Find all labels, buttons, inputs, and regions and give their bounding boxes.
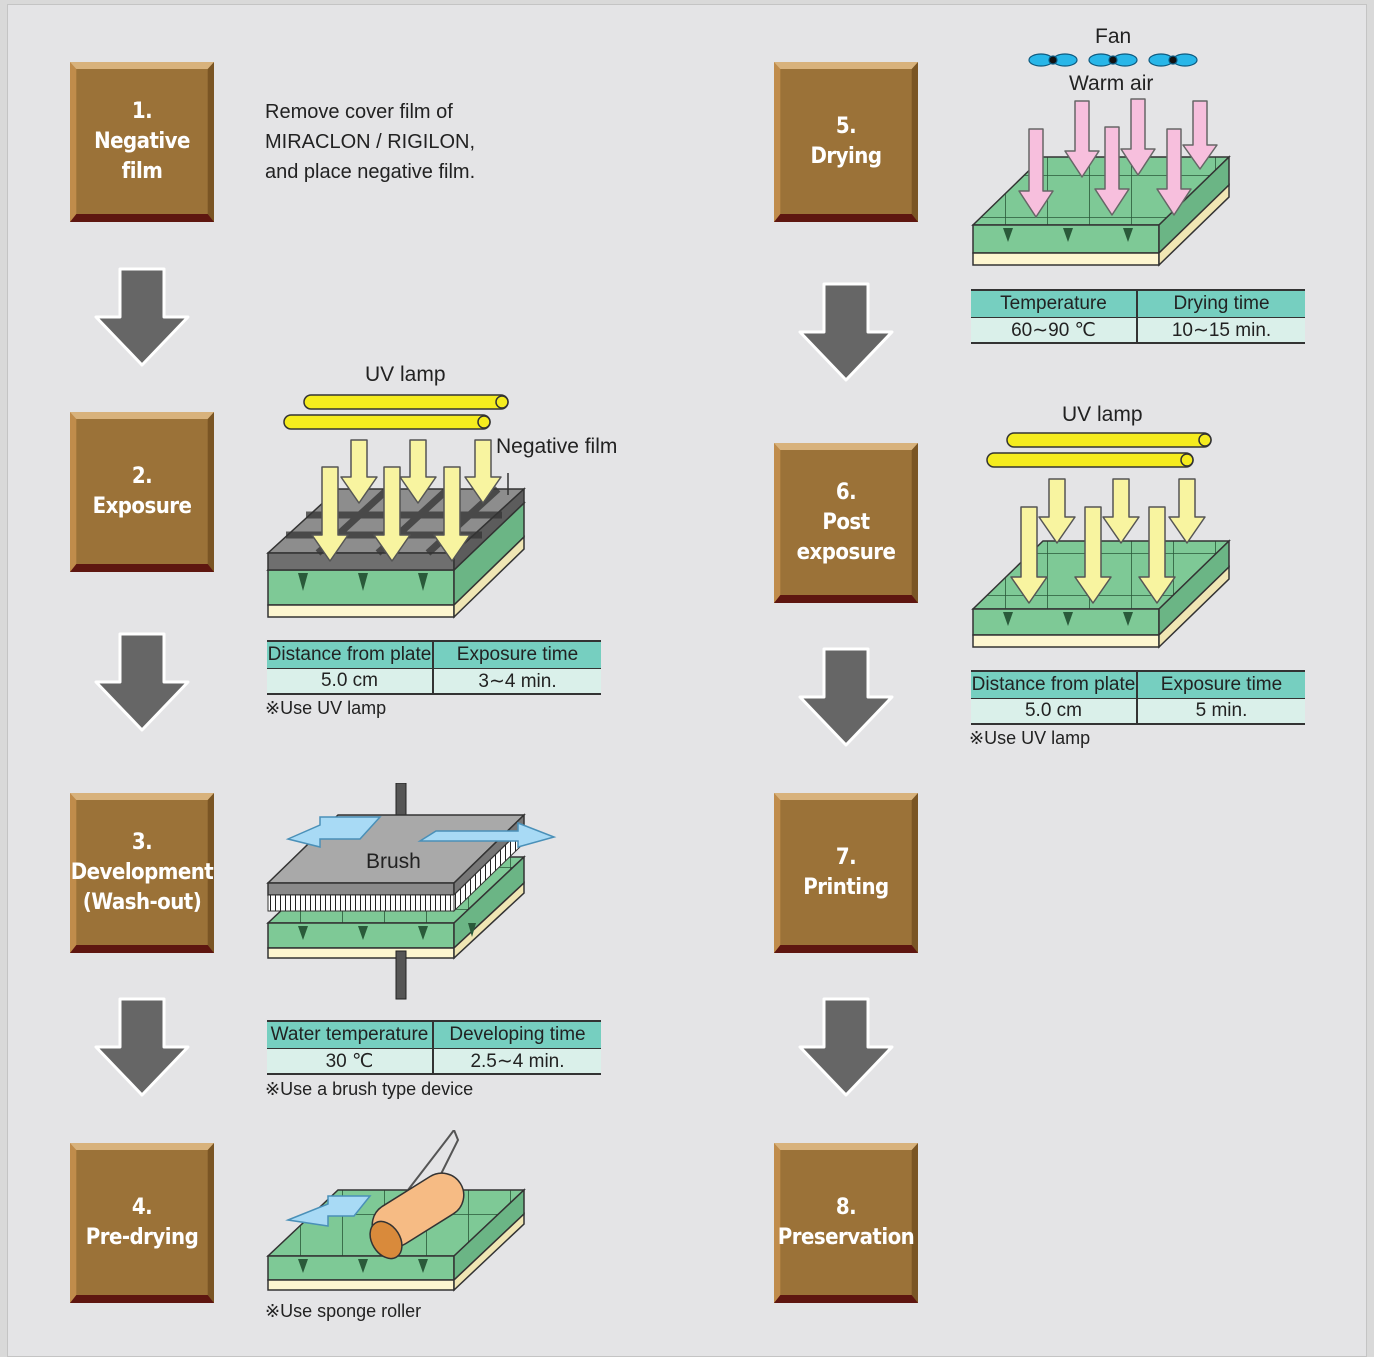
step-number: 8. (835, 1194, 857, 1220)
description-line: Remove cover film of (265, 101, 453, 123)
table-cell: 60∼90 ℃ (971, 317, 1137, 344)
step-title-line: Exposure (92, 493, 192, 519)
uv-lamp-icon (986, 452, 1194, 468)
negative-film-label: Negative film (496, 435, 618, 458)
step-3-development: 3. Development (Wash-out) (70, 793, 214, 953)
table-cell: 5.0 cm (267, 668, 433, 695)
uv-lamp-label: UV lamp (365, 363, 446, 386)
step-6-note: ※Use UV lamp (969, 728, 1091, 748)
step-7-printing: 7. Printing (774, 793, 918, 953)
table-cell: 5.0 cm (971, 698, 1137, 725)
fan-icon (1028, 53, 1198, 67)
step-1-negative-film: 1. Negative film (70, 62, 214, 222)
step-title-line: Pre-drying (85, 1224, 199, 1250)
table-header: Drying time (1136, 289, 1305, 318)
step-title-line: exposure (796, 539, 896, 565)
table-header: Distance from plate (971, 670, 1137, 699)
table-header: Water temperature (267, 1020, 433, 1049)
post-exposure-parameters-table: Distance from plate Exposure time 5.0 cm… (971, 670, 1305, 725)
step-title-line: Printing (803, 874, 889, 900)
step-title-line: Preservation (777, 1224, 915, 1250)
description-line: MIRACLON / RIGILON, (265, 131, 476, 153)
exposure-parameters-table: Distance from plate Exposure time 5.0 cm… (267, 640, 601, 695)
uv-lamp-icon (1006, 432, 1212, 448)
table-header: Developing time (432, 1020, 601, 1049)
table-header: Temperature (971, 289, 1137, 318)
flow-arrow-down-icon (796, 282, 896, 382)
drying-illustration (971, 53, 1231, 267)
step-title-line: film (121, 158, 163, 184)
step-number: 7. (835, 844, 857, 870)
step-2-exposure: 2. Exposure (70, 412, 214, 572)
uv-lamp-icon (303, 394, 509, 410)
step-number: 2. (131, 463, 153, 489)
development-illustration (266, 783, 557, 1000)
step-title-line: Negative (94, 128, 190, 154)
drying-parameters-table: Temperature Drying time 60∼90 ℃ 10∼15 mi… (971, 289, 1305, 344)
workflow-page: 1. Negative film 2. Exposure 3. Developm… (7, 4, 1367, 1357)
step-4-pre-drying: 4. Pre-drying (70, 1143, 214, 1303)
flow-arrow-down-icon (92, 632, 192, 732)
table-header: Distance from plate (267, 640, 433, 669)
development-parameters-table: Water temperature Developing time 30 ℃ 2… (267, 1020, 601, 1075)
flow-arrow-down-icon (796, 647, 896, 747)
step-title-line: (Wash-out) (82, 889, 202, 915)
step-3-note: ※Use a brush type device (265, 1079, 474, 1099)
step-number: 4. (131, 1194, 153, 1220)
step-1-description: Remove cover film of MIRACLON / RIGILON,… (265, 97, 475, 187)
table-cell: 5 min. (1136, 698, 1305, 725)
table-cell: 30 ℃ (267, 1048, 433, 1075)
flow-arrow-down-icon (92, 997, 192, 1097)
step-number: 3. (131, 829, 153, 855)
warm-air-label: Warm air (1069, 72, 1154, 95)
step-title-line: Drying (810, 143, 882, 169)
description-line: and place negative film. (265, 161, 476, 183)
post-exposure-illustration (971, 432, 1231, 649)
step-8-preservation: 8. Preservation (774, 1143, 918, 1303)
table-header: Exposure time (432, 640, 601, 669)
table-cell: 2.5∼4 min. (432, 1048, 601, 1075)
uv-lamp-label: UV lamp (1062, 403, 1143, 426)
flow-arrow-down-icon (92, 267, 192, 367)
fan-label: Fan (1095, 25, 1132, 48)
step-4-note: ※Use sponge roller (265, 1301, 422, 1321)
step-title-line: Development (70, 859, 214, 885)
step-2-note: ※Use UV lamp (265, 698, 387, 718)
pre-drying-illustration (266, 1130, 526, 1292)
flow-arrow-down-icon (796, 997, 896, 1097)
uv-lamp-icon (283, 414, 491, 430)
table-cell: 3∼4 min. (432, 668, 601, 695)
exposure-illustration (266, 394, 526, 619)
step-title-line: Post (822, 509, 870, 535)
step-6-post-exposure: 6. Post exposure (774, 443, 918, 603)
brush-label: Brush (366, 850, 421, 873)
step-number: 1. (131, 98, 153, 124)
step-number: 5. (835, 113, 857, 139)
table-cell: 10∼15 min. (1136, 317, 1305, 344)
step-number: 6. (835, 479, 857, 505)
table-header: Exposure time (1136, 670, 1305, 699)
step-5-drying: 5. Drying (774, 62, 918, 222)
